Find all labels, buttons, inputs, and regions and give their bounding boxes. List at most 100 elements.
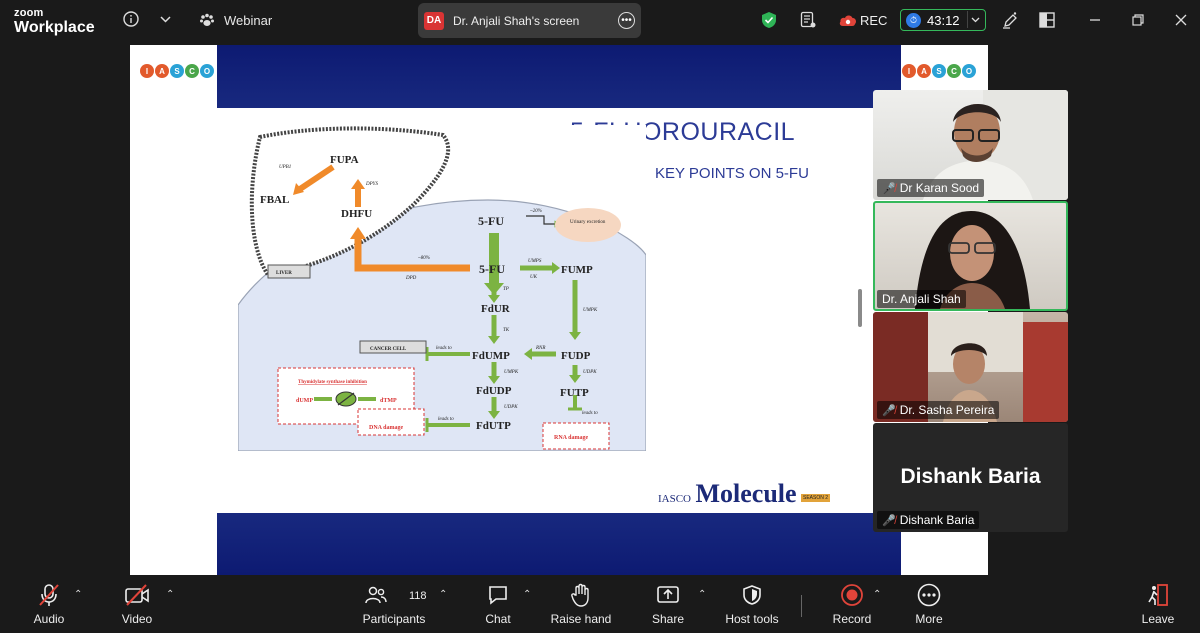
screen-share-indicator[interactable]: DA Dr. Anjali Shah's screen ••• [418,3,641,38]
muted-microphone-icon [38,582,60,608]
more-options-icon[interactable]: ••• [618,12,635,29]
screen-share-label: Dr. Anjali Shah's screen [453,13,580,28]
label-udpk-1: UDPK [583,370,597,375]
record-icon [840,582,864,608]
node-fbal: FBAL [260,194,289,206]
share-screen-icon [656,582,680,608]
brand-line-1: zoom [14,7,44,19]
audio-options-chevron-icon[interactable]: ⌃ [74,589,83,600]
participant-display-name: Dishank Baria [900,465,1041,488]
host-tools-button[interactable]: Host tools [722,575,782,633]
shared-slide: I A S C O I A S C O 5-FLUOROURACIL KEY P… [130,45,988,575]
muted-mic-icon: 🎤̸ [882,182,896,195]
label-leads-to-3: leads to [438,417,454,422]
video-options-chevron-icon[interactable]: ⌃ [166,589,175,600]
info-icon[interactable] [122,10,140,28]
participant-name-tag: 🎤̸ Dr. Sasha Pereira [877,401,1000,419]
node-fdutp: FdUTP [476,420,511,432]
security-shield-icon[interactable] [760,10,778,30]
restore-icon[interactable] [1129,11,1147,29]
share-options-chevron-icon[interactable]: ⌃ [698,589,707,600]
chevron-down-icon[interactable] [158,12,172,26]
label-udpk-2: UDPK [504,405,518,410]
molecule-brand: IASCO Molecule SEASON 2 [658,479,831,508]
participants-icon [365,582,387,608]
label-dtmp: dTMP [380,398,397,404]
label-uk: UK [530,275,538,280]
label-rna-damage: RNA damage [554,435,589,441]
node-dhfu: DHFU [341,208,372,220]
node-5fu-mid: 5-FU [479,262,505,276]
participants-options-chevron-icon[interactable]: ⌃ [439,589,448,600]
label-umps: UMPS [528,259,542,264]
share-button[interactable]: Share [652,575,684,633]
brand-line-2: Workplace [14,19,95,36]
video-tile-sasha[interactable]: 🎤̸ Dr. Sasha Pereira [873,312,1068,422]
chat-options-chevron-icon[interactable]: ⌃ [523,589,532,600]
timer-clock-icon: ⏱ [906,12,921,28]
muted-mic-icon: 🎤̸ [882,404,896,417]
recording-label: REC [860,13,888,28]
shield-icon [742,582,762,608]
label-dna-damage: DNA damage [369,425,404,431]
sharer-avatar: DA [424,11,444,30]
participant-video-anjali [915,211,1030,309]
video-tile-anjali[interactable]: Dr. Anjali Shah [873,201,1068,311]
audio-button[interactable]: Audio [30,575,68,633]
label-20pct: ~20% [530,209,542,214]
panel-splitter-handle[interactable] [858,289,862,327]
video-tile-karan[interactable]: 🎤̸ Dr Karan Sood [873,90,1068,200]
muted-mic-icon: 🎤̸ [882,514,896,527]
raise-hand-icon [570,582,592,608]
node-fdump: FdUMP [472,350,510,362]
label-umpk-2: UMPK [504,370,519,375]
participant-name-tag: 🎤̸ Dishank Baria [877,511,980,529]
captions-icon[interactable] [799,10,817,30]
label-tk: TK [503,328,510,333]
node-fupa: FUPA [330,154,359,166]
label-rnr: RNR [535,346,545,351]
participant-name-tag: Dr. Anjali Shah [877,290,966,308]
view-layout-icon[interactable] [1038,11,1056,29]
slide-header-band [217,45,901,108]
label-dpys: DPYS [365,182,378,187]
video-off-icon [124,582,150,608]
node-fudp: FUDP [561,350,591,362]
record-options-chevron-icon[interactable]: ⌃ [873,589,882,600]
record-button[interactable]: Record [832,575,872,633]
chat-button[interactable]: Chat [482,575,514,633]
participants-button[interactable]: Participants [360,575,428,633]
meeting-controls: Audio ⌃ Video ⌃ Participants 118 ⌃ Chat … [0,575,1200,633]
label-liver: LIVER [276,271,292,276]
raise-hand-button[interactable]: Raise hand [550,575,612,633]
toolbar-divider [801,595,802,617]
paw-icon [198,11,216,29]
timer-chevron-icon[interactable] [967,11,982,28]
meeting-stage: I A S C O I A S C O 5-FLUOROURACIL KEY P… [0,42,1200,575]
cloud-record-icon[interactable] [838,12,858,28]
label-dump: dUMP [296,398,313,404]
minimize-icon[interactable] [1086,11,1104,29]
video-button[interactable]: Video [118,575,156,633]
label-umpk-1: UMPK [583,308,598,313]
node-fdur: FdUR [481,303,511,315]
annotate-icon[interactable] [1001,10,1019,30]
participant-name-tag: 🎤̸ Dr Karan Sood [877,179,985,197]
more-dots-icon [917,582,941,608]
label-dpd: DPD [405,276,417,281]
slide-subtitle: KEY POINTS ON 5-FU [655,165,809,182]
more-button[interactable]: More [912,575,946,633]
timer-value: 43:12 [927,12,960,28]
video-tile-dishank[interactable]: Dishank Baria 🎤̸ Dishank Baria [873,423,1068,532]
label-leads-to-2: leads to [582,411,598,416]
leave-button[interactable]: Leave [1140,575,1176,633]
metabolism-diagram: FUPA UPB1 FBAL DPYS DHFU LIVER 5-FU ~20%… [238,125,646,451]
meeting-timer[interactable]: ⏱ 43:12 [900,9,986,31]
webinar-label: Webinar [224,13,273,28]
app-brand: zoom Workplace [14,8,95,36]
label-tp: TP [503,287,509,292]
slide-footer-band [217,513,901,575]
iasco-logo-left: I A S C O [140,64,214,78]
title-bar: zoom Workplace Webinar DA Dr. Anjali Sha… [0,0,1200,42]
close-icon[interactable] [1172,11,1190,29]
